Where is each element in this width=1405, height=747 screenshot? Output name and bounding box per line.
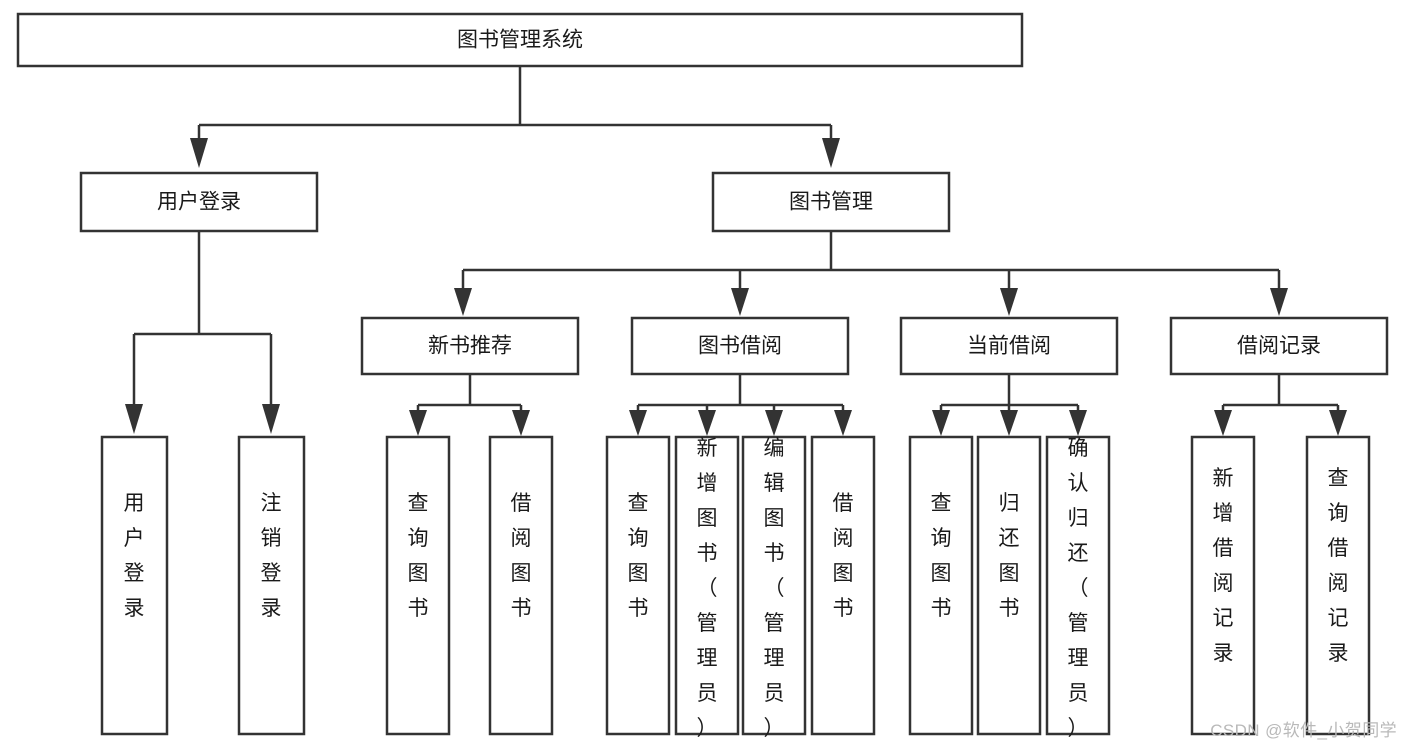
node-book-mgmt[interactable]: 图书管理 xyxy=(711,171,951,233)
node-leaf-current-return-box[interactable] xyxy=(976,435,1042,736)
node-leaf-borrow-lend[interactable]: 借阅图书 xyxy=(810,435,876,736)
connector-group-borrow-record-to-leaves xyxy=(1214,374,1347,436)
node-leaf-user-logout-box[interactable] xyxy=(237,435,306,736)
node-leaf-borrow-edit-box[interactable] xyxy=(741,435,807,736)
node-leaf-user-logout[interactable]: 注销登录 xyxy=(237,435,306,736)
node-current-borrow[interactable]: 当前借阅 xyxy=(899,316,1119,376)
node-leaf-borrow-lend-box[interactable] xyxy=(810,435,876,736)
node-leaf-record-add-box[interactable] xyxy=(1190,435,1256,736)
arrow-head-leaf-borrow-lend xyxy=(834,410,852,436)
arrow-head-leaf-borrow-add xyxy=(698,410,716,436)
arrow-head-new-book-rec xyxy=(454,288,472,316)
node-leaf-rec-query-box[interactable] xyxy=(385,435,451,736)
connector-group-user-login-to-leaves xyxy=(125,231,280,434)
node-leaf-current-return[interactable]: 归还图书 xyxy=(976,435,1042,736)
node-book-mgmt-box[interactable] xyxy=(711,171,951,233)
node-leaf-user-logout-label: 注销登录 xyxy=(261,492,282,620)
node-book-borrow-label: 图书借阅 xyxy=(698,335,782,358)
arrow-head-current-borrow xyxy=(1000,288,1018,316)
node-leaf-user-login-label: 用户登录 xyxy=(124,492,145,620)
node-root[interactable]: 图书管理系统 xyxy=(16,12,1024,68)
arrow-head-leaf-borrow-query xyxy=(629,410,647,436)
node-leaf-borrow-lend-label: 借阅图书 xyxy=(833,492,854,620)
node-current-borrow-label: 当前借阅 xyxy=(967,335,1051,358)
node-leaf-borrow-query[interactable]: 查询图书 xyxy=(605,435,671,736)
connector-group-book-mgmt-to-level3 xyxy=(454,231,1288,316)
node-leaf-borrow-edit[interactable]: 编辑图书（管理员） xyxy=(741,435,807,740)
connector-group-new-book-rec-to-leaves xyxy=(409,374,530,436)
node-leaf-rec-borrow-label: 借阅图书 xyxy=(511,492,532,620)
node-user-login-label: 用户登录 xyxy=(157,191,241,214)
node-leaf-borrow-add-label: 新增图书（管理员） xyxy=(697,437,718,740)
node-new-book-rec-box[interactable] xyxy=(360,316,580,376)
node-leaf-current-return-label: 归还图书 xyxy=(999,492,1020,620)
node-leaf-rec-borrow-box[interactable] xyxy=(488,435,554,736)
node-leaf-record-query-label: 查询借阅记录 xyxy=(1328,467,1349,665)
arrow-head-leaf-current-return xyxy=(1000,410,1018,436)
node-root-box[interactable] xyxy=(16,12,1024,68)
arrow-head-leaf-record-add xyxy=(1214,410,1232,436)
arrow-head-leaf-current-confirm xyxy=(1069,410,1087,436)
node-leaf-current-confirm[interactable]: 确认归还（管理员） xyxy=(1045,435,1111,740)
node-leaf-current-query-label: 查询图书 xyxy=(931,492,952,620)
node-root-label: 图书管理系统 xyxy=(457,29,583,52)
connector-group-current-borrow-to-leaves xyxy=(932,374,1087,436)
arrow-head-leaf-borrow-edit xyxy=(765,410,783,436)
node-leaf-user-login-box[interactable] xyxy=(100,435,169,736)
arrow-head-user-login xyxy=(190,138,208,168)
node-book-borrow[interactable]: 图书借阅 xyxy=(630,316,850,376)
node-leaf-record-query-box[interactable] xyxy=(1305,435,1371,736)
node-leaf-borrow-add[interactable]: 新增图书（管理员） xyxy=(674,435,740,740)
node-leaf-record-add-label: 新增借阅记录 xyxy=(1213,467,1234,665)
node-leaf-rec-query-label: 查询图书 xyxy=(408,492,429,620)
node-leaf-record-add[interactable]: 新增借阅记录 xyxy=(1190,435,1256,736)
node-new-book-rec[interactable]: 新书推荐 xyxy=(360,316,580,376)
arrow-head-leaf-current-query xyxy=(932,410,950,436)
node-user-login[interactable]: 用户登录 xyxy=(79,171,319,233)
arrow-head-leaf-record-query xyxy=(1329,410,1347,436)
connector-group-root-to-level2 xyxy=(190,66,840,168)
node-leaf-current-confirm-label: 确认归还（管理员） xyxy=(1068,437,1089,740)
arrow-head-borrow-record xyxy=(1270,288,1288,316)
node-new-book-rec-label: 新书推荐 xyxy=(428,335,512,358)
arrow-head-leaf-user-login xyxy=(125,404,143,434)
node-leaf-current-query[interactable]: 查询图书 xyxy=(908,435,974,736)
node-leaf-record-query[interactable]: 查询借阅记录 xyxy=(1305,435,1371,736)
node-leaf-borrow-edit-label: 编辑图书（管理员） xyxy=(764,437,785,740)
node-book-mgmt-label: 图书管理 xyxy=(789,191,873,214)
node-leaf-rec-borrow[interactable]: 借阅图书 xyxy=(488,435,554,736)
node-leaf-current-confirm-box[interactable] xyxy=(1045,435,1111,736)
node-borrow-record-box[interactable] xyxy=(1169,316,1389,376)
node-book-borrow-box[interactable] xyxy=(630,316,850,376)
node-leaf-borrow-query-label: 查询图书 xyxy=(628,492,649,620)
node-leaf-user-login[interactable]: 用户登录 xyxy=(100,435,169,736)
node-user-login-box[interactable] xyxy=(79,171,319,233)
arrow-head-book-borrow xyxy=(731,288,749,316)
node-current-borrow-box[interactable] xyxy=(899,316,1119,376)
arrow-head-leaf-rec-borrow xyxy=(512,410,530,436)
node-leaf-borrow-add-box[interactable] xyxy=(674,435,740,736)
node-borrow-record-label: 借阅记录 xyxy=(1237,335,1321,358)
node-leaf-rec-query[interactable]: 查询图书 xyxy=(385,435,451,736)
arrow-head-leaf-rec-query xyxy=(409,410,427,436)
arrow-head-book-mgmt xyxy=(822,138,840,168)
node-leaf-borrow-query-box[interactable] xyxy=(605,435,671,736)
node-borrow-record[interactable]: 借阅记录 xyxy=(1169,316,1389,376)
node-leaf-current-query-box[interactable] xyxy=(908,435,974,736)
arrow-head-leaf-user-logout xyxy=(262,404,280,434)
connector-group-book-borrow-to-leaves xyxy=(629,374,852,436)
